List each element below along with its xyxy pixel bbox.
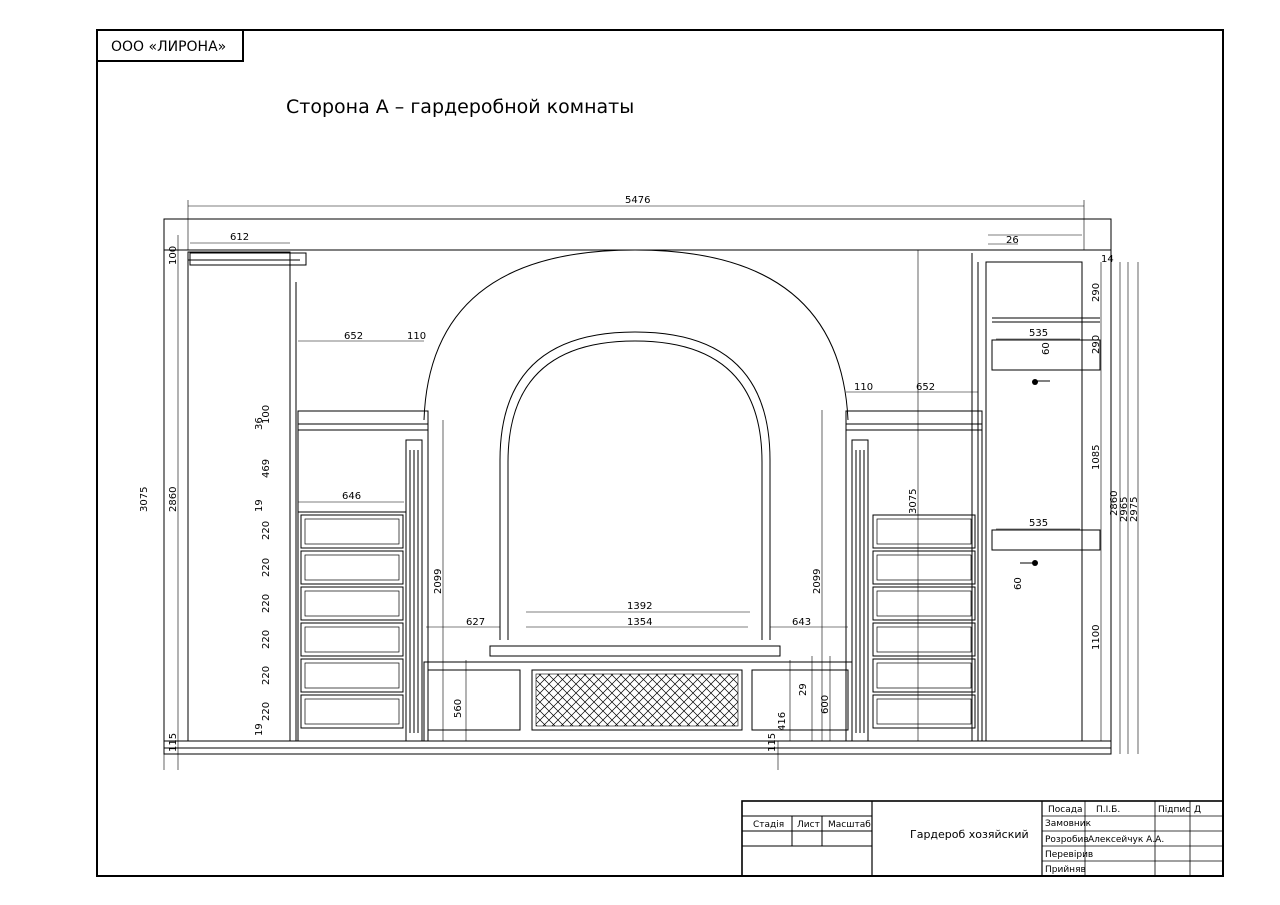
sheet-frame — [96, 29, 1224, 877]
right-tall-cabinet — [985, 261, 1083, 742]
inner-arch — [499, 331, 771, 640]
tb-position-label: Посада — [1048, 805, 1082, 815]
tb-developer-name: Алексейчук А.А. — [1088, 835, 1164, 845]
dim-right-post: 110 — [854, 382, 873, 393]
dim-bench-h: 560 — [453, 699, 464, 718]
dim-bench-right-h3: 600 — [820, 695, 831, 714]
dim-right-h1: 2860 — [1109, 491, 1120, 516]
dim-left-v3: 469 — [261, 459, 272, 478]
dim-total-height: 3075 — [139, 487, 150, 512]
company-box — [96, 29, 244, 62]
tb-developer-label: Розробив — [1045, 835, 1089, 845]
dim-left-bottom-gap: 19 — [254, 723, 265, 736]
dim-left-v1: 100 — [261, 405, 272, 424]
grille — [535, 673, 739, 727]
dim-right-arch-h: 2099 — [812, 569, 823, 594]
bench-step — [489, 645, 781, 657]
tb-date-label: Д — [1194, 805, 1201, 815]
dim-bench-right-h1: 416 — [777, 712, 788, 731]
dim-total-width: 5476 — [625, 195, 650, 206]
dim-right-cab-width: 652 — [916, 382, 935, 393]
dim-drawer-h-4: 220 — [261, 630, 272, 649]
dim-right-h3: 2975 — [1129, 497, 1140, 522]
dim-left-v4: 19 — [254, 499, 265, 512]
dim-right-top-gap: 14 — [1101, 254, 1114, 265]
company-name: ООО «ЛИРОНА» — [111, 39, 226, 55]
dim-bench-left-w: 627 — [466, 617, 485, 628]
dim-right-shelf-w1: 535 — [1029, 328, 1048, 339]
dim-drawer-h-3: 220 — [261, 594, 272, 613]
dim-left-height: 2860 — [168, 487, 179, 512]
tb-scale-label: Масштаб — [828, 820, 871, 830]
outer-arch — [423, 249, 849, 421]
tb-checker-label: Перевірив — [1045, 850, 1093, 860]
tb-approver-label: Прийняв — [1045, 865, 1086, 875]
dim-left-cornice: 100 — [168, 246, 179, 265]
dim-left-post: 110 — [407, 331, 426, 342]
dim-drawer-h-6: 220 — [261, 702, 272, 721]
left-tall-cabinet — [187, 251, 291, 742]
title-block — [741, 800, 1224, 877]
dim-left-v2: 36 — [254, 417, 265, 430]
dim-right-center-h: 3075 — [908, 489, 919, 514]
dim-right-low: 1100 — [1091, 625, 1102, 650]
dim-left-cab-width: 652 — [344, 331, 363, 342]
tb-stage-label: Стадія — [753, 820, 784, 830]
left-drawers — [300, 514, 404, 729]
dimension-lines — [163, 200, 1139, 770]
dim-right-shelf-1: 290 — [1091, 283, 1102, 302]
dim-right-h2: 2965 — [1119, 497, 1130, 522]
dim-left-drawer-width: 646 — [342, 491, 361, 502]
dim-right-shelf-2: 290 — [1091, 335, 1102, 354]
tb-drawing-name: Гардероб хозяйский — [910, 828, 1029, 841]
dim-right-mid: 1085 — [1091, 445, 1102, 470]
dim-right-rod-1: 60 — [1041, 342, 1052, 355]
left-drawer-unit — [297, 410, 429, 742]
tb-signature-label: Підпис — [1158, 805, 1190, 815]
tb-sheet-label: Лист — [797, 820, 820, 830]
dim-plinth-left: 115 — [168, 733, 179, 752]
dim-left-top-width: 612 — [230, 232, 249, 243]
tb-name-label: П.І.Б. — [1096, 805, 1120, 815]
right-drawer-unit — [845, 410, 983, 742]
dim-bench-right-h2: 29 — [798, 683, 809, 696]
dim-right-shelf-w2: 535 — [1029, 518, 1048, 529]
dim-drawer-h-5: 220 — [261, 666, 272, 685]
tb-customer-label: Замовник — [1045, 819, 1092, 829]
dim-drawer-h-1: 220 — [261, 521, 272, 540]
drawing-title: Сторона А – гардеробной комнаты — [286, 96, 634, 118]
elevation — [163, 218, 1112, 755]
dim-left-arch-h: 2099 — [433, 569, 444, 594]
right-drawers — [872, 514, 976, 729]
dim-arch-outer-w: 1392 — [627, 601, 652, 612]
dim-right-top-small: 26 — [1006, 235, 1019, 246]
dim-drawer-h-2: 220 — [261, 558, 272, 577]
dim-center-plinth: 115 — [767, 733, 778, 752]
dim-arch-inner-w: 1354 — [627, 617, 652, 628]
dim-bench-right-w: 643 — [792, 617, 811, 628]
dim-right-rod-2: 60 — [1013, 577, 1024, 590]
